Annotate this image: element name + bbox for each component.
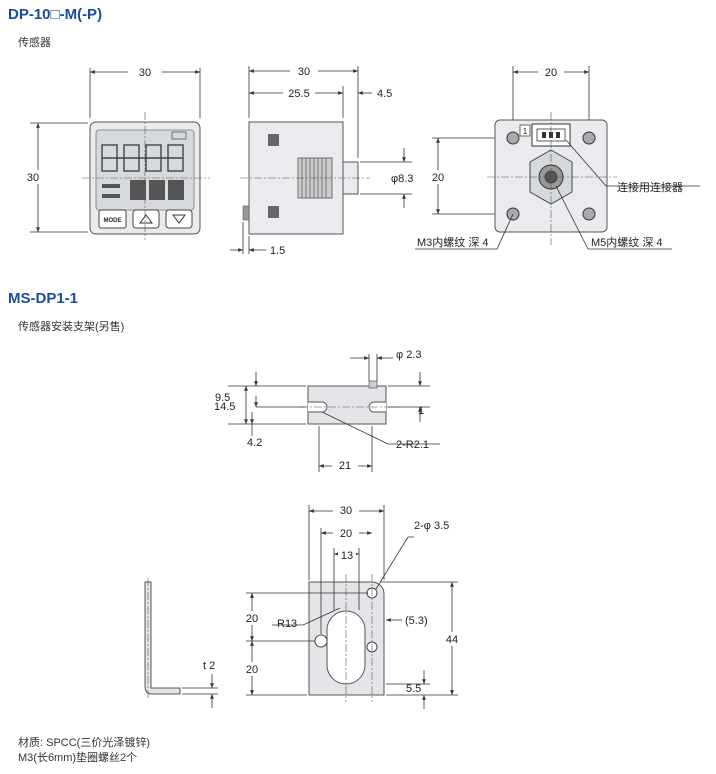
- bracket-top-view: φ 2.3 14.5 9.5 1 4.2 2-R2.1 21: [214, 349, 440, 472]
- sub-digits-display: [130, 180, 184, 200]
- material-note: 材质: SPCC(三价光泽镀锌) M3(长6mm)垫圈螺丝2个: [18, 736, 150, 766]
- port-diameter-label: φ8.3: [391, 173, 413, 185]
- bracket-l-profile: [144, 581, 181, 695]
- up-button: [132, 209, 160, 229]
- bracket-w13-label: 13: [341, 550, 353, 562]
- mode-button: [98, 209, 127, 229]
- top-low-label: 4.2: [247, 437, 262, 449]
- bracket-hole-left: [314, 634, 328, 648]
- bracket-h20a-label: 20: [246, 613, 258, 625]
- side-width-label: 30: [298, 66, 310, 78]
- section1-title: DP-10□-M(-P): [8, 6, 103, 23]
- m3-hole-bottom-right: [582, 207, 596, 221]
- up-arrow-icon: [139, 214, 153, 224]
- rear-view: 20 20 1 连接用连接器 M3内螺纹 深 4 M5内螺纹 深 4: [415, 65, 700, 250]
- side-depth-label: 25.5: [288, 88, 309, 100]
- m3-hole-top-right: [582, 131, 596, 145]
- side-offset-label: 4.5: [377, 88, 392, 100]
- bracket-offset-label: (5.3): [405, 615, 428, 627]
- section1-subtitle: 传感器: [18, 37, 51, 49]
- rear-pitch-h-label: 20: [545, 67, 557, 79]
- down-arrow-icon: [172, 214, 186, 224]
- bracket-w20-label: 20: [340, 528, 352, 540]
- front-width-label: 30: [139, 67, 151, 79]
- top-height-label: 14.5: [214, 401, 235, 413]
- bracket-h20b-label: 20: [246, 664, 258, 676]
- side-view: 30 25.5 4.5 φ8.3 1.5: [230, 64, 413, 257]
- bracket-h44-label: 44: [446, 634, 458, 646]
- section2-subtitle: 传感器安装支架(另售): [18, 321, 125, 333]
- section2-title: MS-DP1-1: [8, 290, 79, 307]
- top-right-label: 1: [418, 405, 424, 417]
- top-mid-label: 9.5: [215, 392, 230, 404]
- top-width-label: 21: [339, 460, 351, 472]
- connector-label: 连接用连接器: [617, 181, 683, 194]
- bracket-w30-label: 30: [340, 505, 352, 517]
- front-view: 30 30 MODE: [22, 65, 210, 240]
- down-button: [165, 209, 193, 229]
- top-hole-dia-label: φ 2.3: [396, 349, 421, 361]
- m5-thread-label: M5内螺纹 深 4: [591, 235, 663, 249]
- side-bottom-label: 1.5: [270, 245, 285, 257]
- thickness-label: t 2: [203, 660, 215, 672]
- top-radius-label: 2-R2.1: [396, 439, 429, 451]
- m3-thread-label: M3内螺纹 深 4: [417, 235, 489, 249]
- bracket-holes-label: 2-φ 3.5: [414, 520, 449, 532]
- pin-one-mark: 1: [523, 127, 528, 136]
- material-text: 材质: SPCC(三价光泽镀锌): [18, 737, 150, 749]
- screws-text: M3(长6mm)垫圈螺丝2个: [18, 752, 138, 764]
- rear-pitch-v-label: 20: [432, 172, 444, 184]
- bracket-front-view: 30 20 13 2-φ 3.5 R13 (5.3) 20 20 44: [240, 503, 464, 709]
- mode-button-label: MODE: [104, 218, 122, 224]
- m3-hole-top-left: [506, 131, 520, 145]
- front-height-label: 30: [27, 172, 39, 184]
- bracket-side-view: t 2: [144, 578, 218, 708]
- bracket-b55-label: 5.5: [406, 683, 421, 695]
- bracket-r13-label: R13: [277, 618, 297, 630]
- main-digits-display: [101, 144, 184, 172]
